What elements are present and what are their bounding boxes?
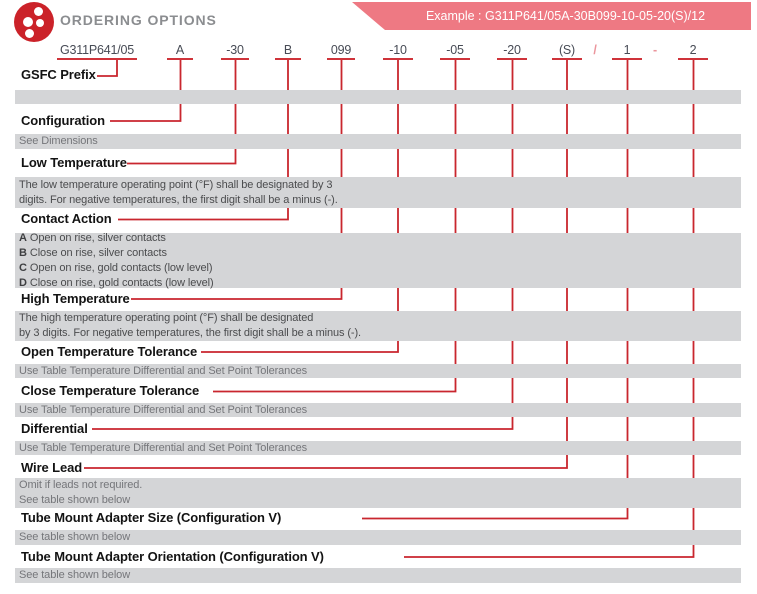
contact-option-text: Open on rise, silver contacts (29, 231, 166, 244)
section-bar-low-temperature: The low temperature operating point (°F)… (15, 177, 741, 208)
part-segment-adapter-size: 1 (612, 43, 642, 60)
section-label-wire-lead: Wire Lead (21, 460, 83, 475)
section-label-configuration: Configuration (21, 113, 105, 128)
part-segment-high-temperature: 099 (327, 43, 355, 60)
logo-dot (36, 19, 44, 27)
example-banner-text: Example : G311P641/05A-30B099-10-05-20(S… (425, 9, 706, 23)
part-segment-close-tolerance: -05 (440, 43, 470, 60)
section-desc: Use Table Temperature Differential and S… (19, 441, 308, 454)
section-label-differential: Differential (21, 421, 88, 436)
section-desc: See table shown below (19, 569, 131, 581)
section-label-open-tolerance: Open Temperature Tolerance (21, 344, 198, 359)
brand-logo-icon (14, 2, 54, 42)
part-segment-wire-lead: (S) (552, 43, 582, 60)
section-desc: digits. For negative temperatures, the f… (19, 193, 338, 206)
contact-option-code: D (19, 276, 27, 289)
part-segment-configuration: A (167, 43, 193, 60)
part-segment-low-temperature: -30 (221, 43, 249, 60)
section-label-contact-action: Contact Action (21, 211, 112, 226)
section-bar-wire-lead: Omit if leads not required. See table sh… (15, 478, 741, 508)
section-desc: Use Table Temperature Differential and S… (19, 403, 308, 416)
part-segment-dash-separator: - (653, 43, 657, 57)
section-label-high-temperature: High Temperature (21, 291, 130, 306)
part-segment-adapter-orientation: 2 (678, 43, 708, 60)
section-bar-close-tolerance: Use Table Temperature Differential and S… (15, 403, 741, 417)
section-desc: The low temperature operating point (°F)… (19, 178, 333, 191)
part-segment-contact-action: B (275, 43, 301, 60)
connector-gsfc-prefix (97, 60, 118, 77)
contact-option-code: A (19, 231, 27, 244)
section-desc: Omit if leads not required. (19, 479, 143, 491)
section-desc: See Dimensions (19, 135, 98, 147)
section-label-adapter-orientation: Tube Mount Adapter Orientation (Configur… (21, 549, 324, 564)
section-desc: Use Table Temperature Differential and S… (19, 364, 308, 377)
logo-dot (34, 7, 43, 16)
section-label-gsfc-prefix: GSFC Prefix (21, 67, 96, 82)
section-label-close-tolerance: Close Temperature Tolerance (21, 383, 200, 398)
contact-option-code: B (19, 246, 27, 259)
connector-close-tolerance (213, 60, 457, 393)
section-bar-adapter-size: See table shown below (15, 530, 741, 545)
logo-dot (23, 17, 33, 27)
part-segment-prefix: G311P641/05 (57, 43, 137, 60)
logo-dot (25, 29, 34, 38)
contact-option-code: C (19, 261, 27, 274)
section-bar-high-temperature: The high temperature operating point (°F… (15, 311, 741, 341)
section-desc: See table shown below (19, 531, 131, 543)
section-bar-open-tolerance: Use Table Temperature Differential and S… (15, 364, 741, 378)
section-label-adapter-size: Tube Mount Adapter Size (Configuration V… (21, 510, 282, 525)
part-segment-slash-separator: / (593, 43, 597, 57)
example-banner: Example : G311P641/05A-30B099-10-05-20(S… (352, 2, 751, 30)
section-label-low-temperature: Low Temperature (21, 155, 127, 170)
part-segment-differential: -20 (497, 43, 527, 60)
section-bar-differential: Use Table Temperature Differential and S… (15, 441, 741, 455)
part-segment-open-tolerance: -10 (383, 43, 413, 60)
contact-option-text: Open on rise, gold contacts (low level) (29, 261, 213, 274)
section-desc: by 3 digits. For negative temperatures, … (19, 327, 362, 339)
contact-option-text: Close on rise, silver contacts (29, 246, 167, 259)
section-desc: See table shown below (19, 494, 131, 506)
page-title: ORDERING OPTIONS (60, 12, 217, 28)
section-bar-gsfc-prefix (15, 90, 741, 104)
section-bar-adapter-orientation: See table shown below (15, 568, 741, 583)
section-desc: The high temperature operating point (°F… (19, 312, 314, 324)
contact-option-text: Close on rise, gold contacts (low level) (29, 276, 214, 289)
section-bar-configuration: See Dimensions (15, 134, 741, 149)
